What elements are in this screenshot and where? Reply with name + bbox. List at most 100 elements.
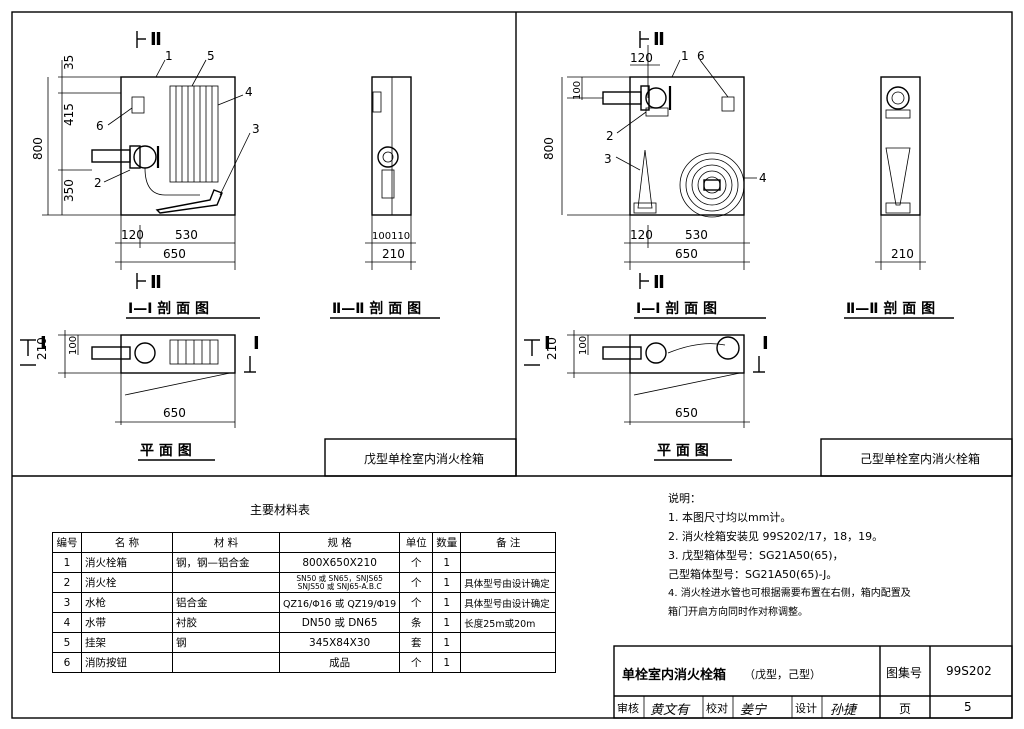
dim-210-side-right: 210 [891, 247, 914, 261]
cell-remark [460, 552, 557, 573]
header-cell: 编号 [52, 532, 82, 553]
note-item: 箱门开启方向同时作对称调整。 [668, 607, 808, 618]
title-block-subtitle: （戊型，己型） [744, 668, 821, 681]
leader-6-left: 6 [96, 119, 104, 133]
box-caption-right: 己型单栓室内消火栓箱 [860, 451, 980, 466]
page-label: 页 [899, 702, 912, 716]
dim-120-top-right: 120 [630, 51, 653, 65]
note-item: 己型箱体型号：SG21A50(65)-J。 [668, 568, 838, 581]
cell-remark [460, 652, 557, 673]
cell-material [172, 572, 280, 593]
check-label: 校对 [706, 702, 728, 715]
right-drawing: Ⅱ 1 6 2 3 4 80 [524, 29, 1013, 477]
cell-no: 1 [52, 552, 82, 573]
table-row: 1 消火栓箱 钢，钢—铝合金 800X650X210 个 1 [52, 552, 557, 573]
cell-spec: QZ16/Φ16 或 QZ19/Φ19 [278, 592, 401, 613]
leader-5-left: 5 [207, 49, 215, 63]
cell-qty: 1 [432, 572, 462, 593]
atlas-label: 图集号 [886, 666, 923, 680]
table-row: 5 挂架 钢 345X84X30 套 1 [52, 632, 557, 653]
cell-qty: 1 [432, 652, 462, 673]
dim-100-110-left: 100110 [372, 231, 410, 242]
dim-35-left: 35 [62, 55, 76, 70]
dim-650-right: 650 [675, 247, 698, 261]
cell-unit: 个 [399, 592, 434, 613]
cell-unit: 个 [399, 652, 434, 673]
section2-title-right: Ⅱ—Ⅱ 剖 面 图 [846, 300, 935, 317]
alarm-button-right [721, 96, 735, 112]
cell-spec: 345X84X30 [278, 632, 401, 653]
leader-1-right: 1 [681, 49, 689, 63]
cell-unit: 条 [399, 612, 434, 633]
left-plan-box [120, 334, 236, 374]
cell-remark: 长度25m或20m [460, 612, 557, 633]
cell-qty: 1 [432, 612, 462, 633]
table-header-row: 编号 名 称 材 料 规 格 单位 数量 备 注 [52, 532, 557, 553]
materials-title: 主要材料表 [250, 503, 310, 517]
leader-4-right: 4 [759, 171, 767, 185]
design-label: 设计 [795, 702, 817, 715]
leader-1-left: 1 [165, 49, 173, 63]
plan-title-right: 平 面 图 [657, 443, 709, 459]
check-signature: 姜宁 [740, 703, 767, 718]
plan-dim-210-right: 210 [545, 337, 559, 360]
left-box-elevation [120, 76, 236, 216]
plan-dim-100-left: 100 [68, 336, 79, 355]
table-row: 4 水带 衬胶 DN50 或 DN65 条 1 长度25m或20m [52, 612, 557, 633]
hose-rack-left [169, 85, 219, 183]
left-vertical-dimensions [42, 60, 121, 216]
right-plan-box [629, 334, 745, 374]
leader-3-left: 3 [252, 122, 260, 136]
box-caption-left: 戊型单栓室内消火栓箱 [364, 451, 484, 466]
side-view-right [880, 76, 921, 216]
materials-table: 编号 名 称 材 料 规 格 单位 数量 备 注 1 消火栓箱 钢，钢—铝合金 … [52, 532, 557, 673]
cell-unit: 个 [399, 552, 434, 573]
cell-no: 4 [52, 612, 82, 633]
header-cell: 规 格 [278, 532, 401, 553]
section1-title-right: Ⅰ—Ⅰ 剖 面 图 [636, 300, 717, 317]
note-item: 4. 消火栓进水管也可根据需要布置在右侧，箱内配置及 [668, 588, 911, 599]
table-row: 3 水枪 铝合金 QZ16/Φ16 或 QZ19/Φ19 个 1 具体型号由设计… [52, 592, 557, 613]
sheet-border [11, 11, 1013, 719]
cell-unit: 个 [399, 572, 434, 593]
cut-mark-side-left-a: Ⅰ [40, 333, 47, 354]
note-item: 1. 本图尺寸均以mm计。 [668, 511, 792, 524]
plan-dim-210-left: 210 [35, 337, 49, 360]
cell-no: 3 [52, 592, 82, 613]
cell-qty: 1 [432, 632, 462, 653]
review-signature: 黄文有 [650, 703, 690, 718]
box-caption-frame-right [820, 438, 1013, 477]
leader-2-left: 2 [94, 176, 102, 190]
leader-4-left: 4 [245, 85, 253, 99]
cell-name: 消火栓 [81, 572, 173, 593]
header-cell: 备 注 [460, 532, 557, 553]
alarm-button-left [131, 96, 145, 114]
cell-remark [460, 632, 557, 653]
cell-name: 水带 [81, 612, 173, 633]
dim-415-left: 415 [62, 103, 76, 126]
cell-unit: 套 [399, 632, 434, 653]
side-view-left [371, 76, 412, 216]
dim-530-right: 530 [685, 228, 708, 242]
dim-530-left: 530 [175, 228, 198, 242]
cell-qty: 1 [432, 552, 462, 573]
notes: 说明： 1. 本图尺寸均以mm计。 2. 消火栓箱安装见 99S202/17，1… [668, 489, 1013, 622]
cell-no: 5 [52, 632, 82, 653]
cut-mark-side-right-b: Ⅰ [762, 333, 769, 354]
leader-3-right: 3 [604, 152, 612, 166]
cell-material: 衬胶 [172, 612, 280, 633]
section1-title-left: Ⅰ—Ⅰ 剖 面 图 [128, 300, 209, 317]
note-item: 2. 消火栓箱安装见 99S202/17，18，19。 [668, 530, 884, 543]
cell-remark: 具体型号由设计确定 [460, 572, 557, 593]
cut-mark-top-right: Ⅱ [653, 29, 665, 50]
leader-2-right: 2 [606, 129, 614, 143]
title-block [613, 645, 1013, 719]
dim-800-right: 800 [542, 137, 556, 160]
hydrant-valve-left [91, 145, 200, 196]
review-label: 审核 [617, 702, 639, 715]
cell-material: 钢，钢—铝合金 [172, 552, 280, 573]
page-number: 5 [964, 700, 972, 714]
cut-mark-bottom-right: Ⅱ [653, 272, 665, 293]
note-item: 3. 戊型箱体型号：SG21A50(65)， [668, 549, 844, 562]
